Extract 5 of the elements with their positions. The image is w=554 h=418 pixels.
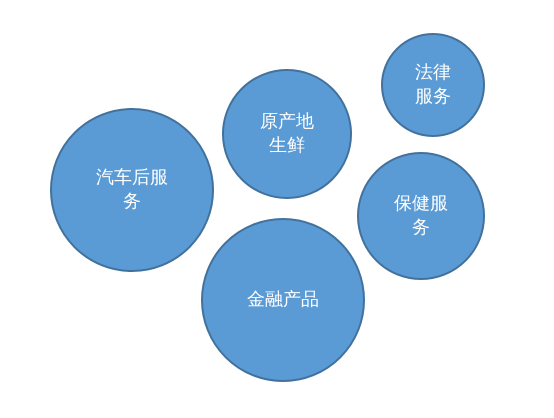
bubble-label: 保健服务 — [393, 192, 449, 240]
bubble-label: 原产地生鲜 — [259, 110, 315, 158]
bubble-label: 汽车后服务 — [95, 166, 169, 214]
bubble-label: 法律服务 — [414, 61, 452, 109]
bubble-label: 金融产品 — [246, 288, 320, 312]
